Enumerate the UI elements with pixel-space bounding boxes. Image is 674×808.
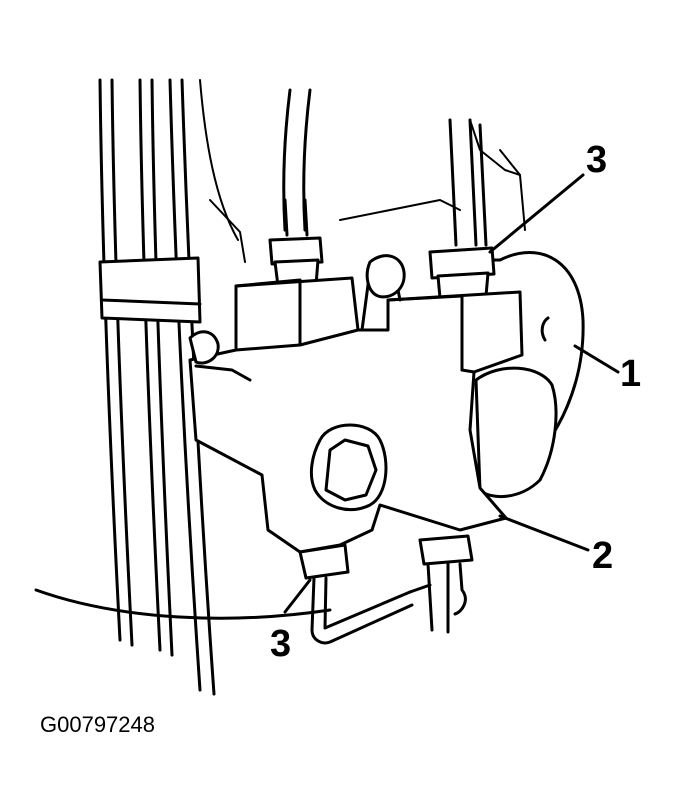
- callout-1: 1: [620, 353, 641, 395]
- leader-1: [573, 344, 620, 374]
- left-side-fitting: [188, 330, 252, 382]
- background-outline: [34, 79, 526, 620]
- callout-3-bottom: 3: [270, 623, 291, 665]
- line-clamp: [98, 256, 202, 324]
- upper-left-fitting: [268, 198, 324, 288]
- bottom-left-fitting: [298, 543, 414, 645]
- figure-id-label: G00797248: [40, 712, 155, 737]
- upper-right-lines: [448, 118, 488, 247]
- upper-right-fitting: [428, 246, 496, 300]
- callout-3-top: 3: [586, 139, 607, 181]
- leader-2: [498, 514, 590, 552]
- leader-3-top: [488, 173, 585, 254]
- center-hex-bolt: [309, 423, 388, 512]
- valve-body: [188, 254, 524, 554]
- bottom-right-fitting: [408, 534, 474, 634]
- callout-2: 2: [592, 535, 613, 577]
- callout-leaders: [283, 173, 620, 614]
- leader-3-bottom: [283, 578, 312, 614]
